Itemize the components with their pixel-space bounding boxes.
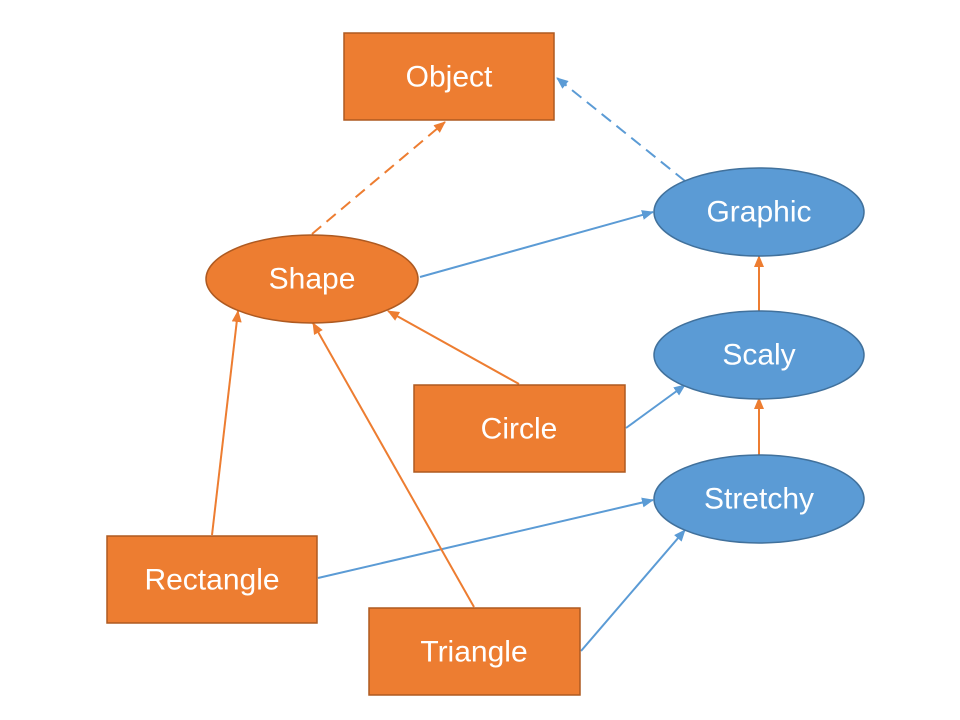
edge-triangle-to-shape	[312, 322, 475, 608]
node-stretchy: Stretchy	[653, 454, 865, 544]
node-scaly-label: Scaly	[722, 339, 795, 372]
edge-triangle-to-stretchy	[580, 529, 686, 652]
edge-graphic-to-object	[556, 77, 686, 182]
edge-circle-to-scaly	[625, 384, 686, 429]
edge-shape-to-object	[311, 121, 446, 235]
edge-circle-to-shape	[387, 310, 520, 385]
edges	[211, 77, 764, 652]
node-rectangle-label: Rectangle	[144, 564, 279, 597]
node-circle: Circle	[413, 384, 626, 473]
edge-rectangle-to-stretchy	[317, 497, 654, 579]
node-object-label: Object	[406, 61, 493, 94]
node-shape: Shape	[205, 234, 419, 324]
node-graphic: Graphic	[653, 167, 865, 257]
node-triangle-label: Triangle	[420, 636, 527, 669]
node-scaly: Scaly	[653, 310, 865, 400]
node-triangle: Triangle	[368, 607, 581, 696]
node-rectangle: Rectangle	[106, 535, 318, 624]
edge-rectangle-to-shape	[211, 310, 242, 536]
node-stretchy-label: Stretchy	[704, 483, 814, 516]
node-circle-label: Circle	[481, 413, 558, 446]
node-graphic-label: Graphic	[706, 196, 811, 229]
node-shape-label: Shape	[269, 263, 356, 296]
edge-shape-to-graphic	[419, 210, 654, 278]
node-object: Object	[343, 32, 555, 121]
